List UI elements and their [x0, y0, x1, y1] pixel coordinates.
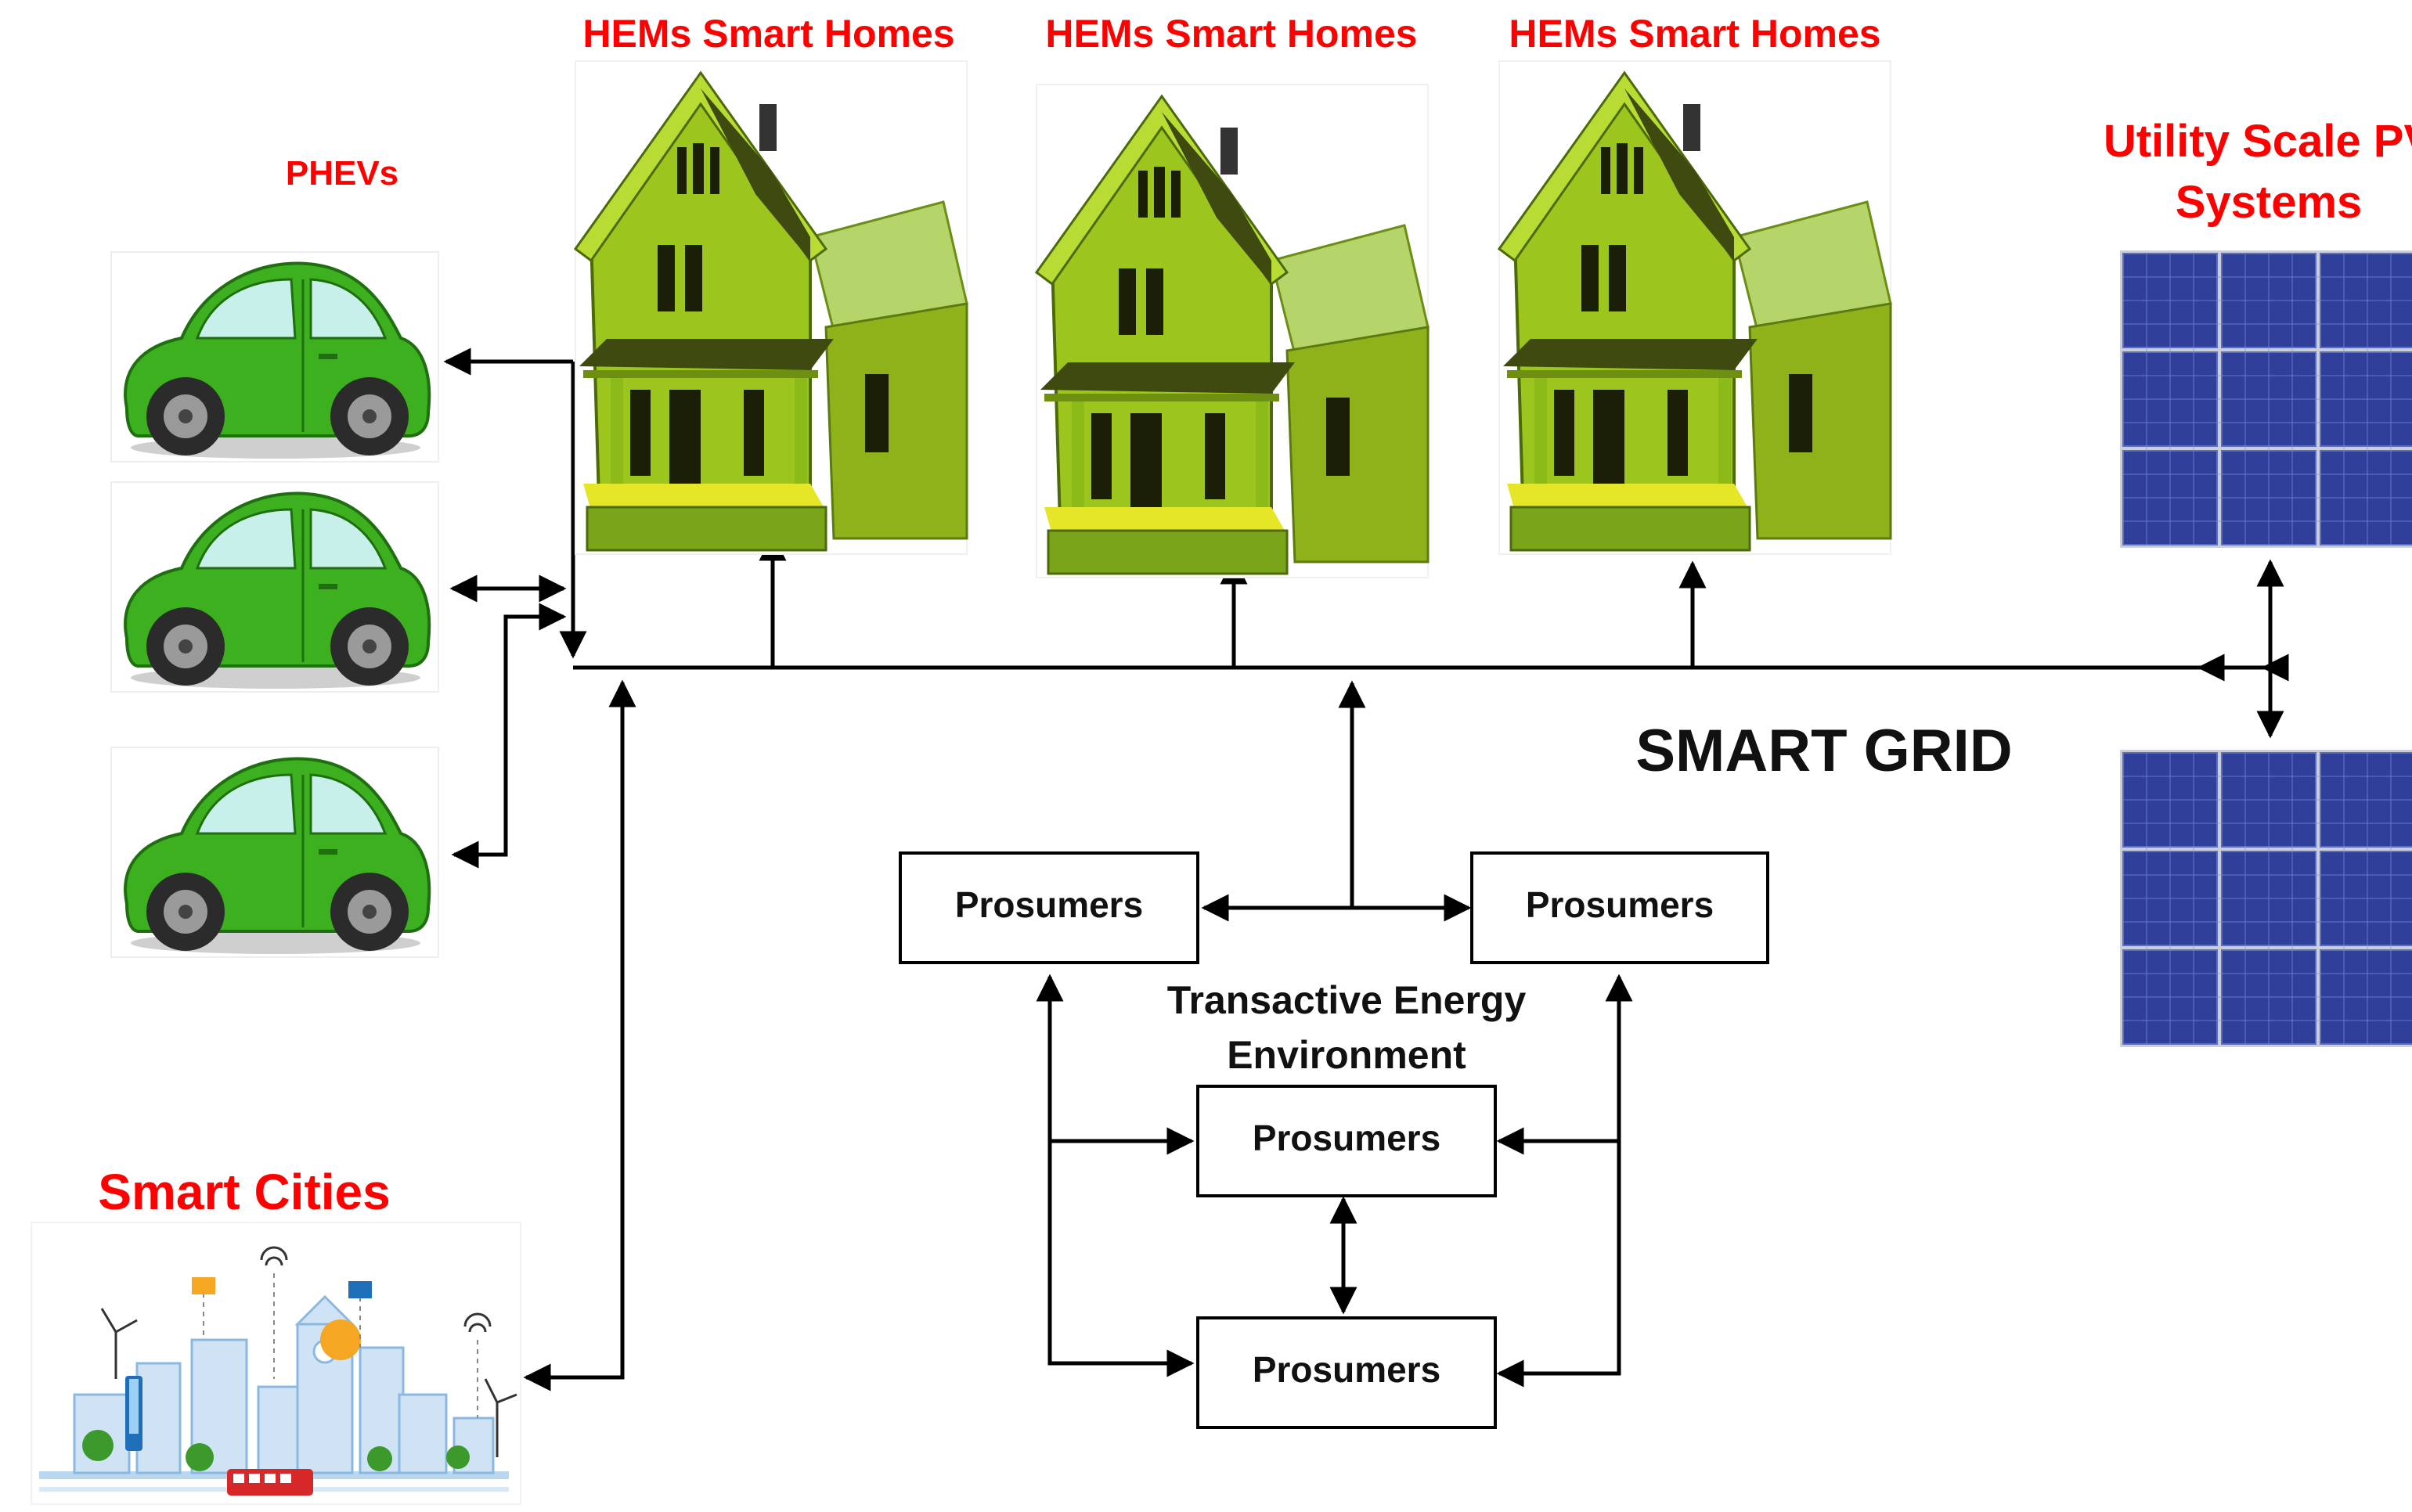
car-icon [110, 481, 440, 693]
home-label-3: HEMs Smart Homes [1509, 12, 1880, 56]
prosumer-label: Prosumers [1526, 884, 1714, 925]
house-icon [1035, 83, 1430, 579]
transactive-energy-label-line1: Transactive Energy [1167, 978, 1527, 1022]
prosumer-box-middle: Prosumers [1196, 1085, 1497, 1197]
smart-cities-label: Smart Cities [98, 1164, 390, 1220]
smart-grid-label: SMART GRID [1635, 718, 2012, 784]
home-label-1: HEMs Smart Homes [582, 12, 954, 56]
home-label-2: HEMs Smart Homes [1045, 12, 1417, 56]
transactive-energy-label-line2: Environment [1227, 1033, 1466, 1077]
prosumer-label: Prosumers [955, 884, 1143, 925]
connections [443, 347, 2289, 1391]
prosumer-label: Prosumers [1253, 1349, 1440, 1390]
house-icon [1498, 59, 1892, 556]
pv-label-line2: Systems [2176, 177, 2363, 228]
prosumer-box-top-right: Prosumers [1470, 851, 1769, 964]
house-icon [574, 59, 968, 556]
pv-label-line1: Utility Scale PV [2104, 116, 2412, 167]
city-icon [31, 1222, 521, 1505]
car-icon [110, 250, 440, 463]
prosumer-box-bottom: Prosumers [1196, 1316, 1497, 1429]
prosumer-label: Prosumers [1253, 1118, 1440, 1158]
phevs-label: PHEVs [286, 154, 398, 193]
prosumer-box-top-left: Prosumers [899, 851, 1199, 964]
solar-panel-icon [2119, 749, 2412, 1048]
car-icon [110, 746, 440, 959]
solar-panel-icon [2119, 250, 2412, 549]
